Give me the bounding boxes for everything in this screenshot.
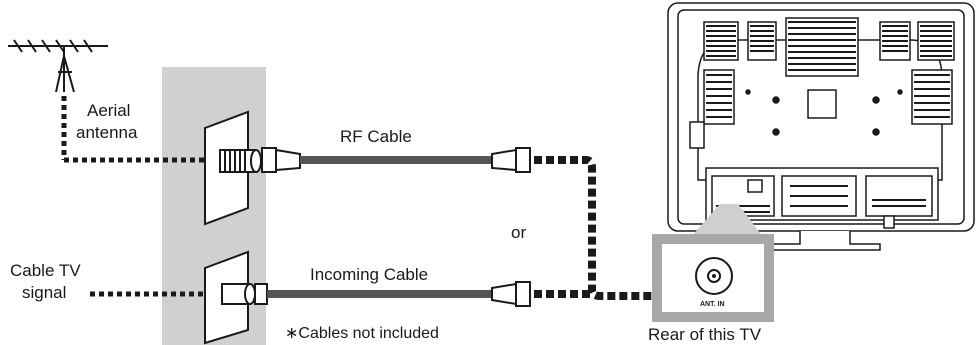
rf-cable-label: RF Cable: [340, 127, 412, 146]
aerial-antenna-label-2: antenna: [76, 123, 138, 142]
antenna-icon: [8, 39, 108, 93]
ant-in-label: ANT. IN: [700, 301, 725, 308]
tv-rear-icon: [667, 2, 975, 251]
coaxial-connector-icon: [261, 147, 301, 173]
ant-in-jack-icon: [695, 257, 733, 295]
cable-tv-signal-label-1: Cable TV: [10, 261, 81, 280]
wall-outlet-icon: [204, 110, 262, 226]
callout-connector: [690, 204, 764, 238]
wall-outlet-lower-icon: [204, 250, 256, 345]
incoming-cable-label: Incoming Cable: [310, 265, 428, 284]
cable-tv-signal-label-2: signal: [22, 283, 66, 302]
aerial-antenna-label-1: Aerial: [87, 101, 130, 120]
rf-to-tv-dashed-line: [534, 156, 664, 300]
cables-not-included-note: ∗Cables not included: [285, 325, 439, 342]
incoming-cable: [254, 281, 531, 307]
or-label: or: [511, 223, 526, 242]
rear-of-tv-label: Rear of this TV: [648, 325, 762, 344]
antenna-signal-line: [61, 96, 205, 163]
rf-cable: [261, 147, 531, 173]
